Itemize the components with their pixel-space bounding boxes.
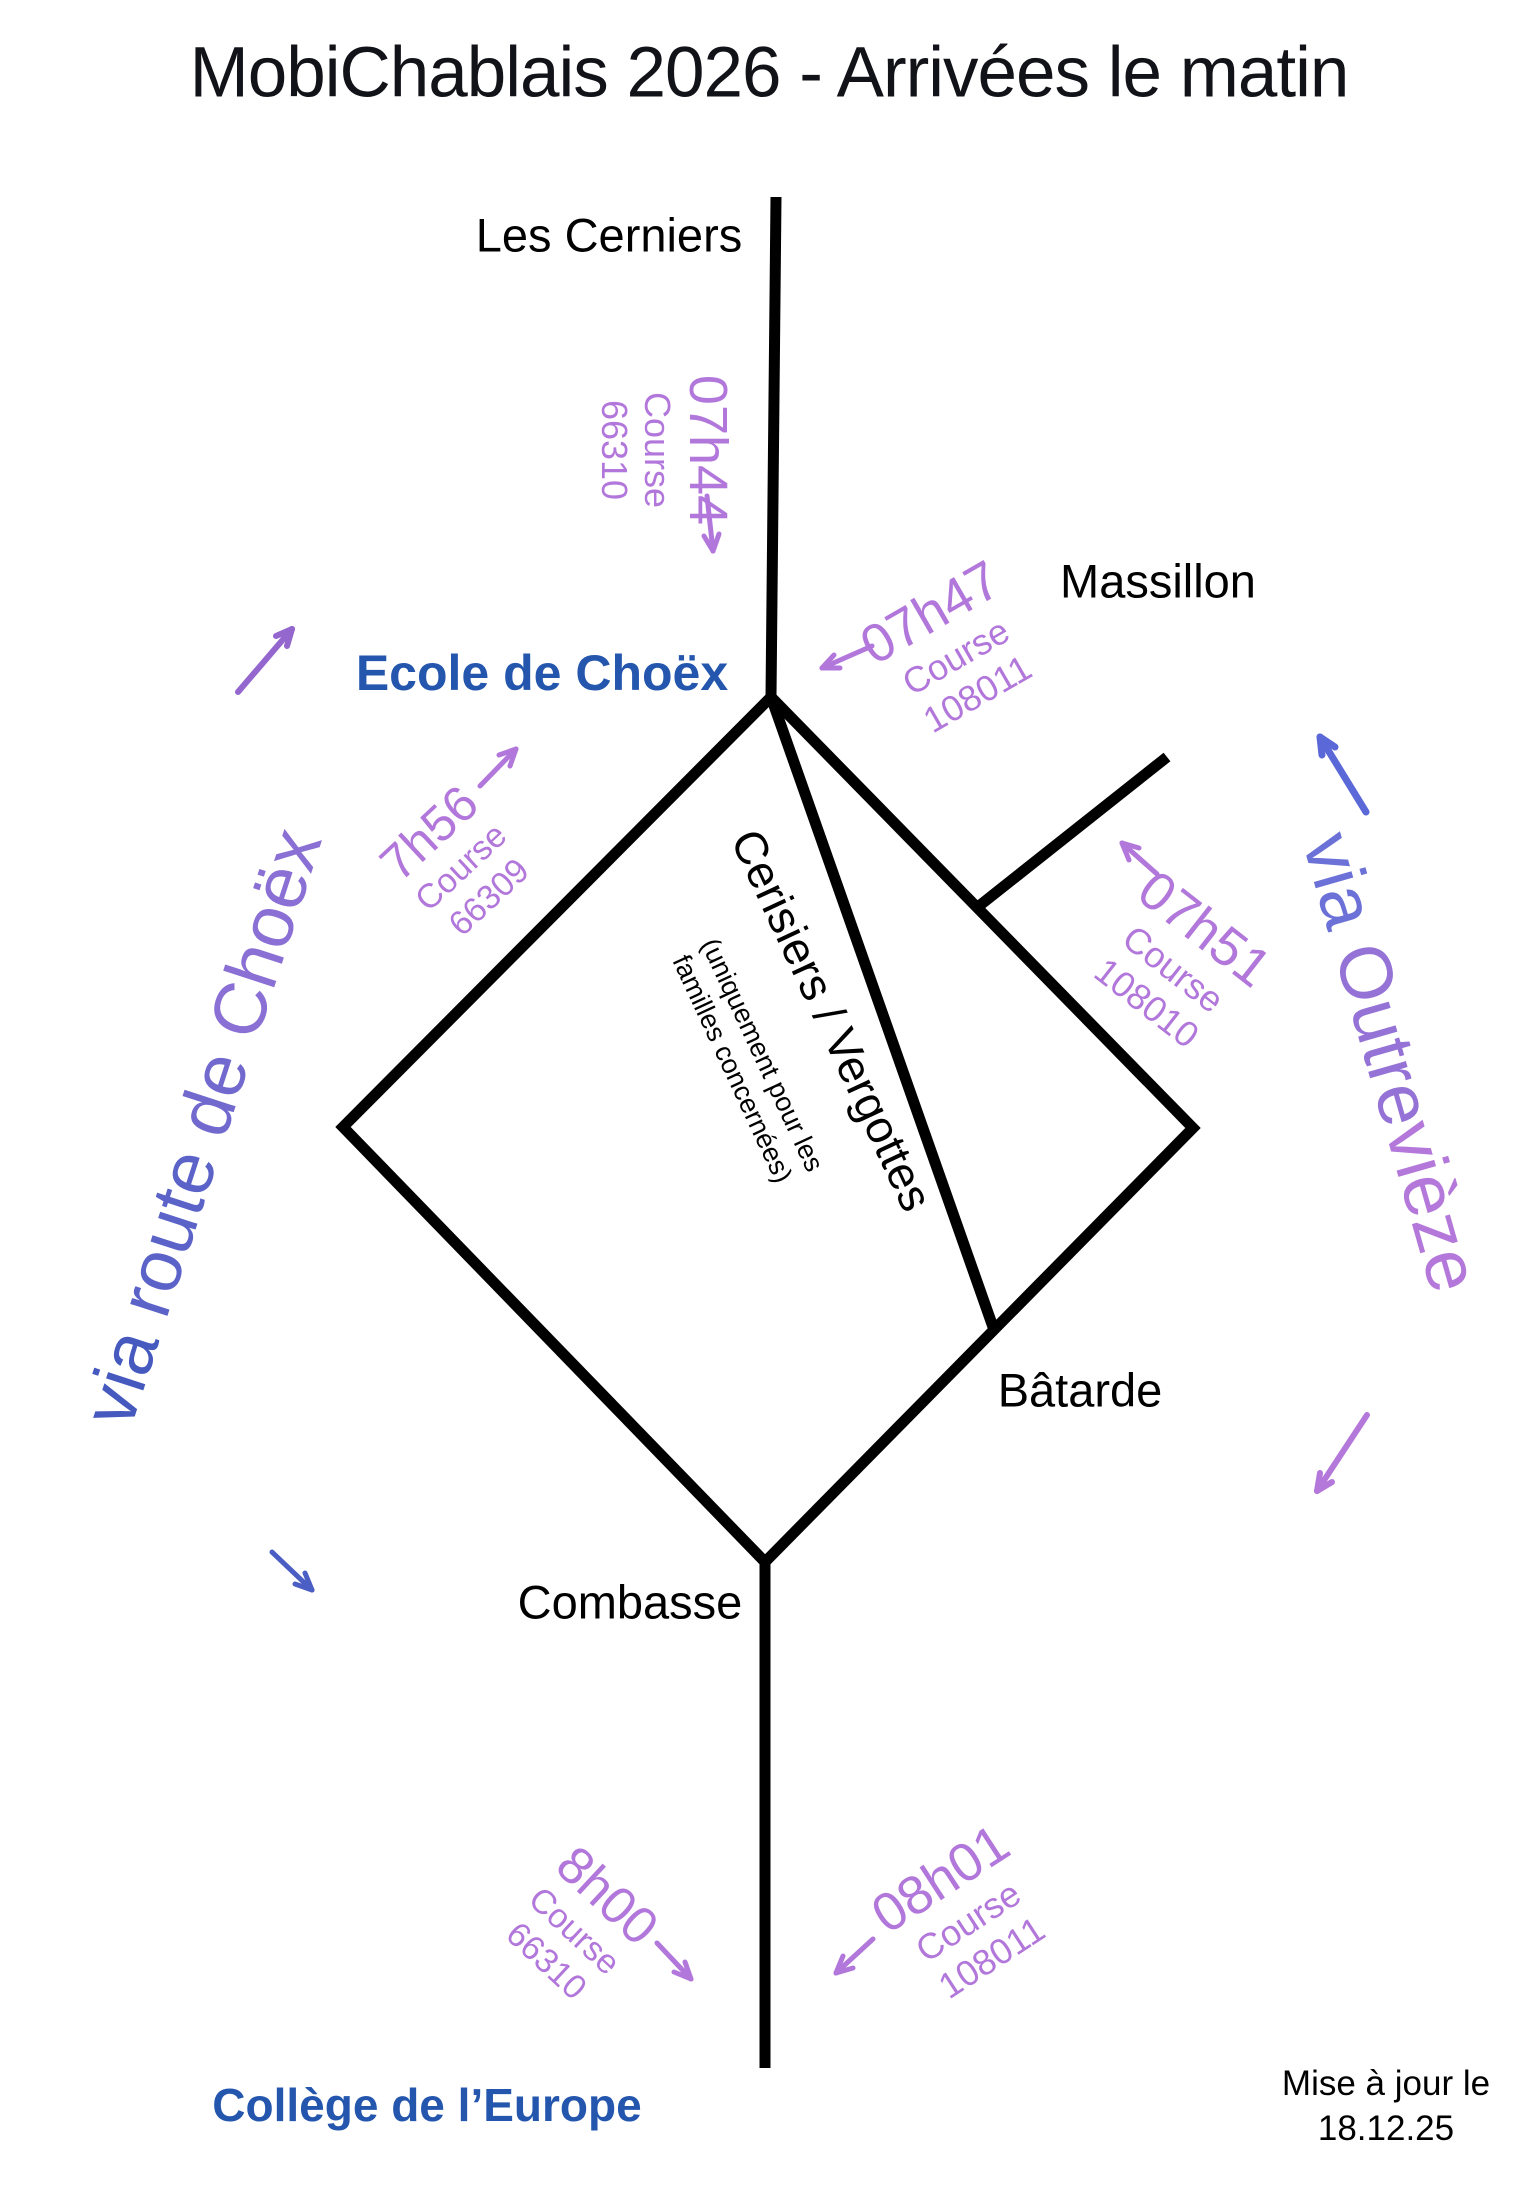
arrow-down-right-icon	[269, 1549, 315, 1593]
arrow-down-right-icon	[654, 1940, 694, 1982]
last-updated-note: Mise à jour le 18.12.25	[1282, 2062, 1490, 2152]
departure-time: 07h44	[678, 374, 738, 526]
stop-label-ecole-de-choex: Ecole de Choëx	[355, 645, 729, 701]
stop-label-college-de-l-europe: Collège de l’Europe	[212, 2079, 642, 2131]
arrow-down-icon	[701, 493, 722, 554]
line-les-cerniers	[765, 196, 782, 698]
line-massillon-branch	[975, 752, 1171, 911]
stop-label-les-cerniers: Les Cerniers	[475, 208, 743, 262]
stop-label-massillon: Massillon	[1060, 554, 1256, 608]
arrow-up-right-icon	[235, 626, 295, 695]
arrow-up-left-icon	[1316, 733, 1370, 816]
update-line2: 18.12.25	[1317, 2109, 1455, 2148]
page-title: MobiChablais 2026 - Arrivées le matin	[189, 33, 1350, 113]
update-line1: Mise à jour le	[1281, 2064, 1491, 2104]
arrow-down-left-icon	[1314, 1412, 1370, 1494]
arrow-left-icon	[819, 643, 875, 671]
arrow-up-right-icon	[477, 746, 519, 789]
stop-label-batarde: Bâtarde	[997, 1363, 1163, 1417]
course-number: 66310	[594, 399, 635, 501]
course-label: Course	[637, 391, 678, 509]
stop-label-combasse: Combasse	[517, 1575, 743, 1629]
departure-07h44-les-cerniers: 07h44 Course 66310	[593, 374, 738, 526]
line-cerisiers-vergottes	[765, 695, 999, 1329]
arrow-up-left-icon	[1119, 840, 1160, 877]
arrow-down-left-icon	[833, 1936, 876, 1976]
